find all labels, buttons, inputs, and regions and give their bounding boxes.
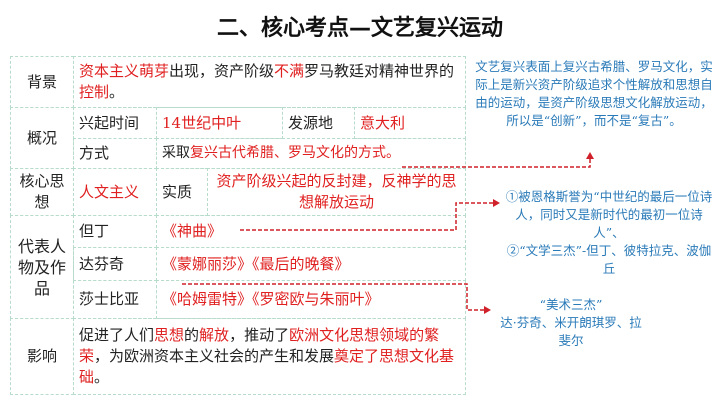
page-title: 二、核心考点—文艺复兴运动: [216, 16, 503, 41]
plain-text: 的: [184, 326, 200, 344]
essence-value: 资产阶级兴起的反封建，反神学的思想解放运动: [207, 168, 466, 216]
plain-text: 。: [109, 83, 125, 101]
highlight-text: 奠定了思想文化基础: [79, 347, 455, 386]
plain-text: 出现，资产阶级: [169, 62, 275, 80]
method-prefix: 采取: [162, 145, 190, 161]
note-art: “美术三杰” 达·芬奇、米开朗琪罗、拉斐尔: [496, 296, 646, 350]
impact-text: 促进了人们思想的解放，推动了欧洲文化思想领域的繁荣，为欧洲资本主义社会的产生和发…: [73, 318, 466, 395]
highlight-text: 资本主义萌芽: [79, 62, 170, 80]
highlight-text: 思想: [154, 326, 185, 344]
note-renaissance: 文艺复兴表面上复兴古希腊、罗马文化，实际上是新兴资产阶级追求个性解放和思想自由的…: [475, 59, 713, 128]
method-text: 复兴古代希腊、罗马文化的方式。: [190, 145, 400, 161]
note-art-2: 达·芬奇、米开朗琪罗、拉斐尔: [500, 315, 642, 348]
arrowheads: [484, 152, 594, 314]
plain-text: 罗马教廷对精神世界的: [304, 62, 455, 80]
arrowhead-right-icon: [484, 306, 491, 314]
plain-text: 促进了人们: [79, 326, 155, 344]
highlight-text: 欧洲文化思想领域的繁荣: [79, 326, 440, 365]
note-dante: ①被恩格斯誉为“中世纪的最后一位诗人，同时又是新时代的最初一位诗人”、 ②“文学…: [504, 188, 714, 278]
rich-text: 促进了人们思想的解放，推动了欧洲文化思想领域的繁荣，为欧洲资本主义社会的产生和发…: [79, 325, 460, 388]
plain-text: ，推动了: [229, 326, 290, 344]
plain-text: 。: [94, 368, 110, 386]
note-art-1: “美术三杰”: [539, 297, 603, 312]
arrow-art: [182, 283, 486, 311]
background-text: 资本主义萌芽出现，资产阶级不满罗马教廷对精神世界的控制。: [73, 56, 466, 108]
arrow-renaissance: [402, 157, 591, 168]
arrowhead-right-icon: [493, 199, 500, 207]
arrow-dante: [240, 202, 495, 231]
note-dante-2: ②“文学三杰”-但丁、彼特拉克、波伽丘: [506, 243, 712, 276]
highlight-text: 控制: [79, 83, 110, 101]
rich-text: 资本主义萌芽出现，资产阶级不满罗马教廷对精神世界的控制。: [79, 61, 460, 103]
highlight-text: 解放: [199, 326, 230, 344]
plain-text: ，为欧洲资本主义社会的产生和发展: [94, 347, 335, 365]
note-dante-1: ①被恩格斯誉为“中世纪的最后一位诗人，同时又是新时代的最初一位诗人”、: [505, 189, 713, 240]
arrowhead-up-icon: [586, 152, 594, 159]
highlight-text: 不满: [274, 62, 305, 80]
